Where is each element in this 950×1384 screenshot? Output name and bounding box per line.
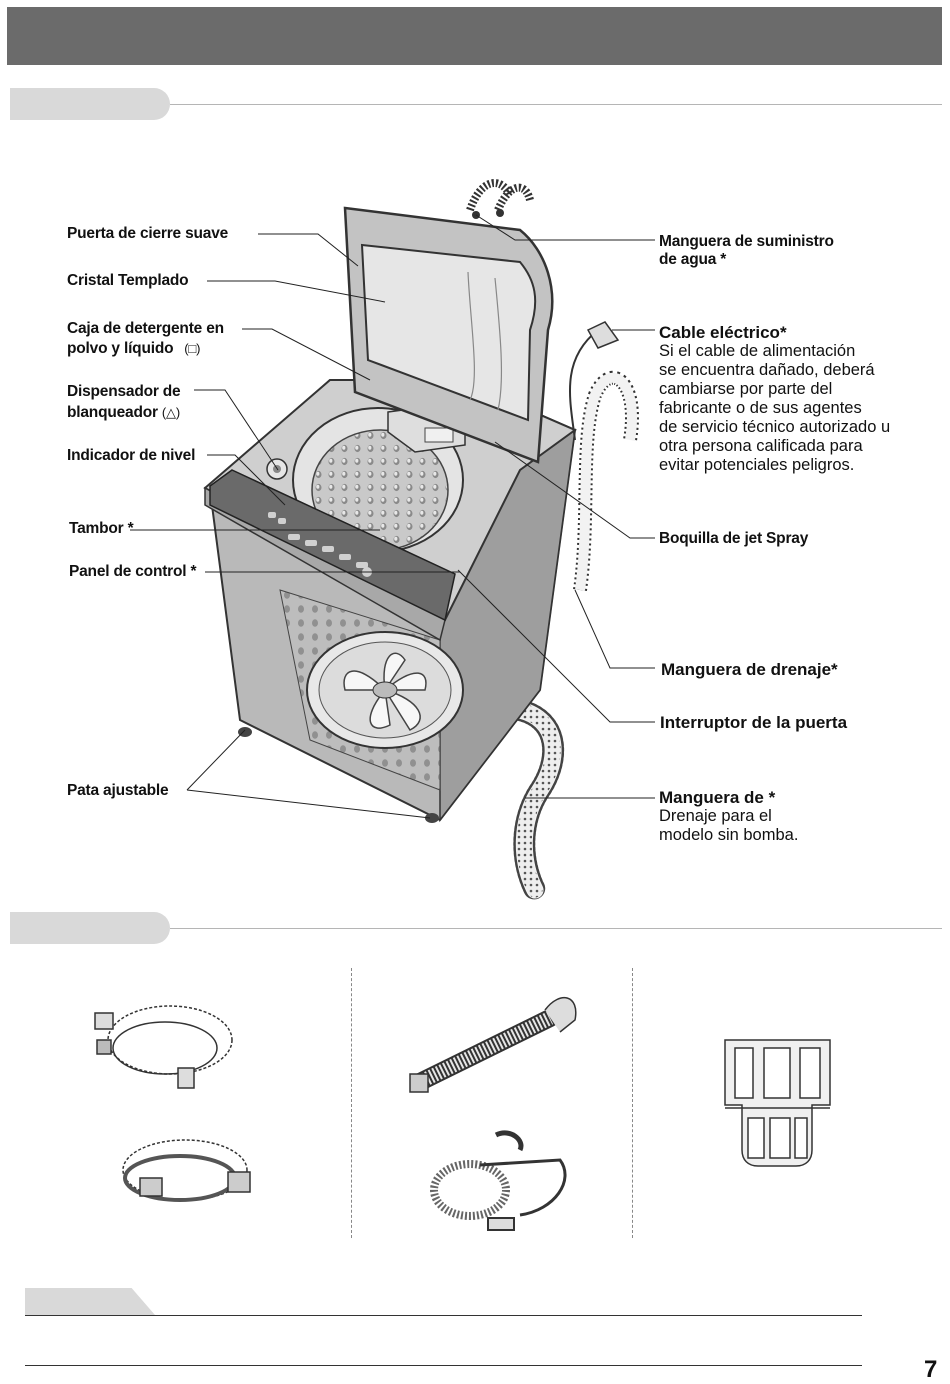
detergent-symbol-icon: (□) (177, 341, 201, 356)
door-switch-title: Interruptor de la puerta (660, 713, 848, 732)
power-cord-line: cambiarse por parte del (659, 380, 833, 398)
section-rule (170, 928, 942, 929)
power-cord-line: Si el cable de alimentación (659, 342, 856, 360)
label-jet-spray: Boquilla de jet Spray (659, 530, 809, 547)
label-adjustable-leg: Pata ajustable (67, 782, 169, 799)
label-power-cord: Cable eléctrico* Si el cable de alimenta… (659, 323, 890, 475)
label-bleach-dispenser-line1: Dispensador de (67, 383, 181, 400)
note-rule-bottom (25, 1365, 862, 1366)
drain-hose-nopump-title: Manguera de * (659, 788, 776, 807)
label-detergent-box-line2: polvo y líquido (□) (67, 339, 200, 358)
power-cord-line: de servicio técnico autorizado u (659, 418, 891, 436)
note-rule-top (25, 1315, 862, 1316)
power-cord-line: fabricante o de sus agentes (659, 399, 862, 417)
label-soft-close-door: Puerta de cierre suave (67, 225, 229, 242)
label-bleach-dispenser-line2: blanqueador (△) (67, 403, 180, 422)
column-divider (351, 968, 352, 1238)
label-drain-hose-nopump: Manguera de * Drenaje para el modelo sin… (659, 788, 798, 845)
label-detergent-box-line1: Caja de detergente en (67, 320, 224, 337)
label-tempered-glass: Cristal Templado (67, 272, 189, 289)
section-tab-parts (10, 88, 170, 120)
label-drain-hose: Manguera de drenaje* (661, 660, 838, 680)
label-drum: Tambor * (69, 520, 134, 537)
inlet-hose-2-icon (122, 1139, 251, 1202)
coiled-drain-hose-icon (430, 1130, 567, 1231)
power-cord-title: Cable eléctrico* (659, 323, 787, 342)
inlet-hose-icon (94, 1005, 233, 1089)
power-cord-line: evitar potenciales peligros. (659, 456, 855, 474)
label-water-hose-line1: Manguera de suministro (659, 233, 834, 250)
drain-extension-icon (409, 996, 577, 1093)
page-number: 7 (924, 1356, 938, 1383)
label-control-panel: Panel de control * (69, 563, 197, 580)
label-water-hose-line2: de agua * (659, 251, 727, 268)
drain-hose-nopump-line: modelo sin bomba. (659, 826, 799, 844)
label-level-indicator: Indicador de nivel (67, 447, 196, 464)
power-cord-line: otra persona calificada para (659, 437, 863, 455)
bleach-symbol-icon: (△) (161, 405, 180, 420)
drain-hose-title: Manguera de drenaje* (661, 660, 838, 679)
header-bar (7, 7, 942, 65)
cover-plate-icon (724, 1039, 831, 1167)
section-tab-note (25, 1288, 155, 1315)
section-rule (170, 104, 942, 105)
label-bleach-dispenser-text: blanqueador (67, 404, 158, 421)
section-tab-accessories (10, 912, 170, 944)
drain-hose-nopump-line: Drenaje para el (659, 807, 772, 825)
label-door-switch: Interruptor de la puerta (660, 713, 847, 733)
label-detergent-box-text: polvo y líquido (67, 340, 174, 357)
column-divider (632, 968, 633, 1238)
power-cord-line: se encuentra dañado, deberá (659, 361, 875, 379)
